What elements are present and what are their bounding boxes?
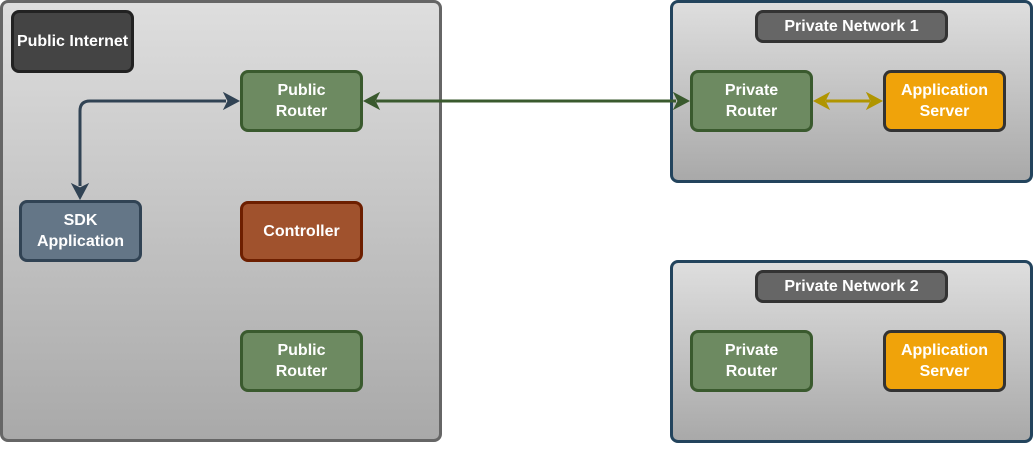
- public-to-private-router-arrow: [362, 91, 691, 111]
- router-to-app-server-arrow: [812, 91, 884, 111]
- private-network-2-label: Private Network 2: [755, 270, 948, 303]
- private-router-2[interactable]: Private Router: [690, 330, 813, 392]
- public-internet-label: Public Internet: [11, 10, 134, 73]
- private-network-1-label: Private Network 1: [755, 10, 948, 43]
- application-server-1[interactable]: Application Server: [883, 70, 1006, 132]
- public-router-1[interactable]: Public Router: [240, 70, 363, 132]
- public-router-2[interactable]: Public Router: [240, 330, 363, 392]
- sdk-application[interactable]: SDK Application: [19, 200, 142, 262]
- controller[interactable]: Controller: [240, 201, 363, 262]
- private-router-1[interactable]: Private Router: [690, 70, 813, 132]
- sdk-to-public-router-arrow: [70, 91, 241, 201]
- application-server-2[interactable]: Application Server: [883, 330, 1006, 392]
